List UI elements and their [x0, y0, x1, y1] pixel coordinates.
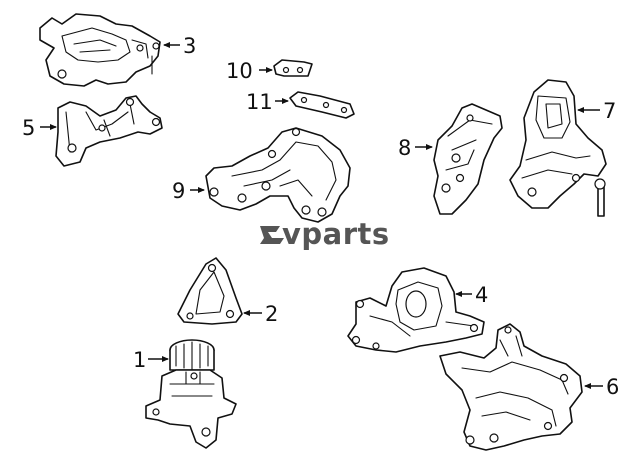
callout-5[interactable]: 5 [22, 116, 35, 140]
part-11-strip-plate[interactable] [289, 91, 355, 119]
brand-watermark: vparts [260, 217, 390, 251]
part-6-crossmember-bracket[interactable] [439, 323, 583, 451]
part-7-mount-assembly[interactable] [509, 79, 607, 217]
part-5-mount-bracket[interactable] [55, 95, 163, 167]
callout-8[interactable]: 8 [398, 136, 411, 160]
callout-9[interactable]: 9 [172, 179, 185, 203]
part-10-plate[interactable] [273, 59, 313, 77]
part-2-triangle-bracket[interactable] [177, 257, 243, 325]
callout-4[interactable]: 4 [475, 283, 488, 307]
callout-6[interactable]: 6 [606, 375, 619, 399]
part-3-engine-mount[interactable] [39, 13, 161, 87]
part-8-tall-bracket[interactable] [433, 103, 503, 215]
callout-2[interactable]: 2 [265, 302, 278, 326]
callout-7[interactable]: 7 [603, 99, 616, 123]
callout-10[interactable]: 10 [226, 59, 253, 83]
part-1-cylindrical-mount[interactable] [145, 339, 237, 449]
part-9-center-bracket[interactable] [205, 127, 351, 223]
callout-labels: 3 5 10 11 9 8 7 2 1 4 6 [22, 34, 619, 399]
part-4-transmission-mount[interactable] [347, 267, 485, 353]
callout-leaders [40, 42, 603, 389]
callout-11[interactable]: 11 [246, 90, 273, 114]
callout-3[interactable]: 3 [183, 34, 196, 58]
callout-1[interactable]: 1 [133, 348, 146, 372]
brand-logo-icon [260, 226, 284, 244]
brand-name: vparts [282, 217, 390, 251]
